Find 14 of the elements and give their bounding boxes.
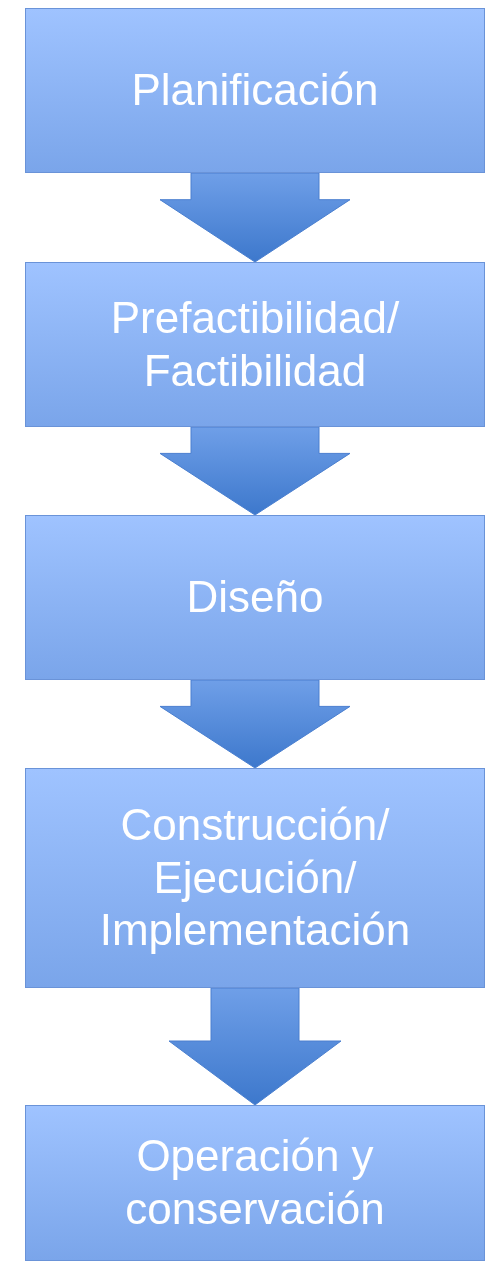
step-label: Prefactibilidad/ Factibilidad — [109, 291, 401, 397]
process-box — [25, 768, 485, 988]
step-label: Planificación — [131, 64, 379, 117]
block-arrow — [159, 426, 351, 516]
process-box — [25, 8, 485, 173]
process-box — [25, 262, 485, 427]
process-box — [25, 1105, 485, 1261]
step-label: Diseño — [186, 571, 324, 624]
block-arrow — [159, 172, 351, 263]
block-arrow — [168, 987, 342, 1106]
step-label: Construcción/ Ejecución/ Implementación — [98, 798, 412, 957]
step-label: Operación y conservación — [124, 1130, 386, 1235]
process-box — [25, 515, 485, 680]
block-arrow — [159, 679, 351, 769]
